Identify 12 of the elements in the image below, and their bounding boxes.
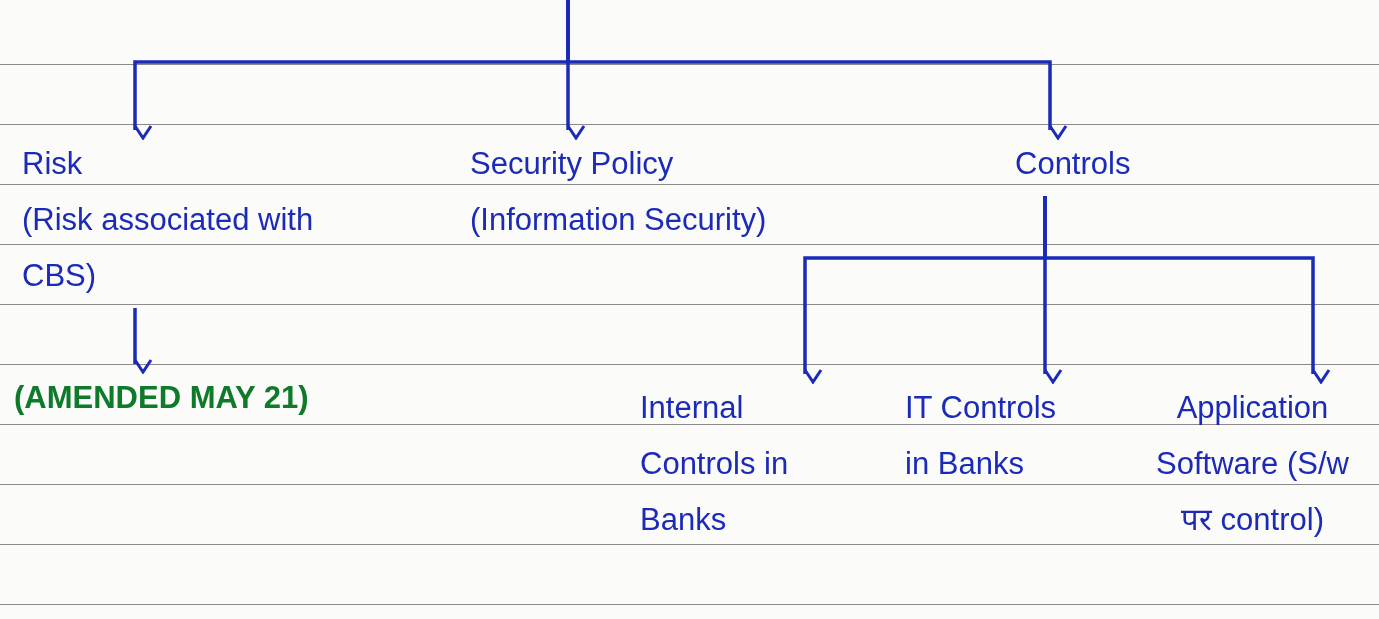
node-label: Risk bbox=[22, 145, 84, 183]
arrow bbox=[133, 308, 153, 374]
node-label: Application Software (S/w पर control) bbox=[1155, 389, 1350, 539]
node-label: Internal Controls in Banks bbox=[640, 389, 790, 539]
arrow bbox=[1043, 196, 1331, 384]
note-text: (AMENDED MAY 21) bbox=[14, 379, 310, 417]
arrow bbox=[566, 0, 1068, 140]
node-label: (Risk associated with CBS) bbox=[22, 201, 315, 295]
node-label: Controls bbox=[1015, 145, 1132, 183]
node-label: (Information Security) bbox=[470, 201, 768, 239]
node-label: IT Controls in Banks bbox=[905, 389, 1058, 483]
node-label: Security Policy bbox=[470, 145, 675, 183]
